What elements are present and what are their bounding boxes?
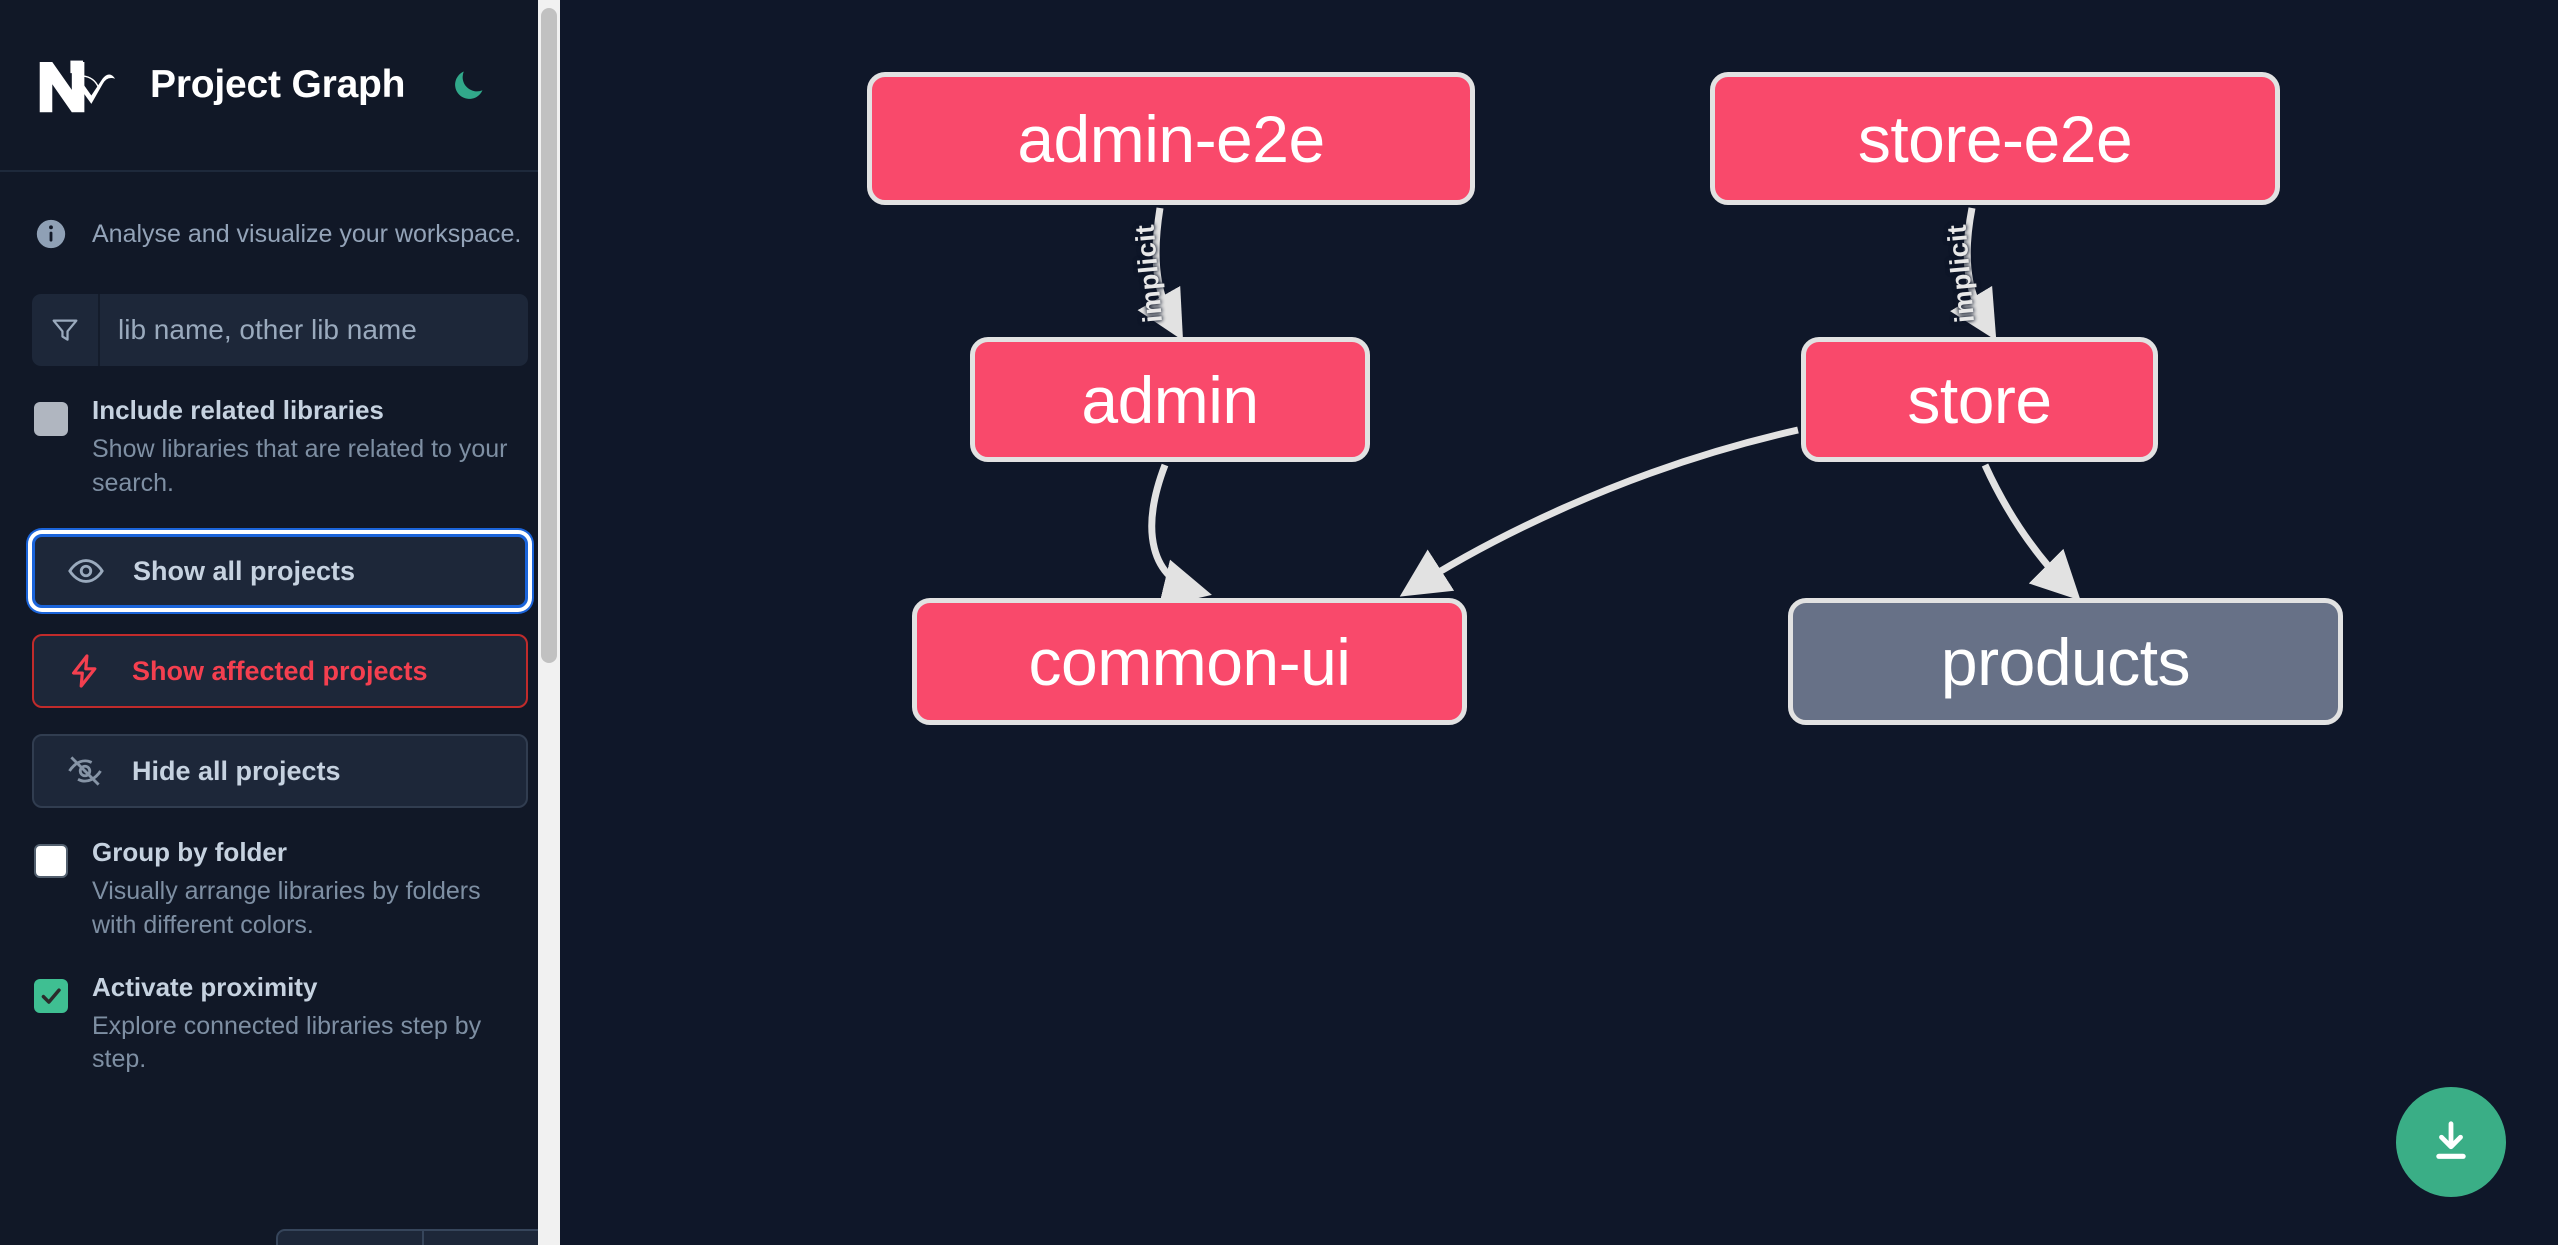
show-affected-projects-button[interactable]: Show affected projects <box>32 634 528 709</box>
edge-admin-e2e-to-admin <box>1137 207 1184 341</box>
node-label: store <box>1907 362 2052 437</box>
graph-edges <box>1137 207 2081 608</box>
node-label: common-ui <box>1028 624 1351 699</box>
option-label: Include related libraries <box>92 395 384 425</box>
option-include-related-libraries[interactable]: Include related libraries Show libraries… <box>32 395 528 500</box>
eye-icon <box>65 550 107 592</box>
check-icon <box>41 988 61 1004</box>
activate-proximity-checkbox[interactable] <box>34 978 68 1013</box>
search-input[interactable] <box>100 294 528 366</box>
download-icon <box>2436 1121 2466 1159</box>
edge-admin-to-common-ui <box>1148 463 1212 608</box>
graph-node-common-ui[interactable]: common-ui <box>912 598 1467 725</box>
info-circle-icon <box>34 217 68 251</box>
node-label: store-e2e <box>1857 101 2133 176</box>
sidebar-body: Include related libraries Show libraries… <box>0 294 560 1077</box>
sidebar-scrollbar[interactable] <box>538 0 560 1245</box>
bottom-segmented-control[interactable] <box>276 1229 560 1245</box>
sidebar-subtitle: Analyse and visualize your workspace. <box>0 172 560 264</box>
node-label: admin <box>1081 362 1259 437</box>
option-group-by-folder[interactable]: Group by folder Visually arrange librari… <box>32 837 528 942</box>
option-label: Group by folder <box>92 837 287 868</box>
moon-icon[interactable] <box>445 61 493 109</box>
graph-node-products[interactable]: products <box>1788 598 2343 725</box>
edge-store-to-common-ui <box>1399 426 1799 597</box>
graph-canvas[interactable]: admin-e2e store-e2e admin store common-u… <box>560 0 2558 1245</box>
edge-store-e2e-to-store <box>1950 207 1997 341</box>
node-label: admin-e2e <box>1017 101 1325 176</box>
node-label: products <box>1940 624 2191 699</box>
show-all-projects-button[interactable]: Show all projects <box>32 534 528 609</box>
show-affected-projects-label: Show affected projects <box>132 655 428 686</box>
eye-off-icon <box>64 750 106 792</box>
option-description: Explore connected libraries step by step… <box>92 1011 482 1074</box>
group-by-folder-checkbox[interactable] <box>34 844 68 879</box>
page-title: Project Graph <box>150 63 406 106</box>
graph-node-store[interactable]: store <box>1801 337 2158 462</box>
graph-node-store-e2e[interactable]: store-e2e <box>1710 72 2280 205</box>
lightning-icon <box>64 650 106 692</box>
filter-funnel-icon <box>32 294 100 366</box>
hide-all-projects-label: Hide all projects <box>132 755 341 786</box>
graph-node-admin[interactable]: admin <box>970 337 1370 462</box>
action-button-stack: Show all projects Show affected projects <box>32 534 528 809</box>
download-image-button[interactable] <box>2396 1087 2506 1197</box>
option-activate-proximity[interactable]: Activate proximity Explore connected lib… <box>32 971 528 1077</box>
sidebar-header: Project Graph <box>0 0 560 172</box>
option-description: Show libraries that are related to your … <box>92 434 508 497</box>
sidebar-scrollbar-thumb[interactable] <box>541 8 557 663</box>
hide-all-projects-button[interactable]: Hide all projects <box>32 734 528 809</box>
search-row <box>32 294 528 366</box>
sidebar: Project Graph Analyse and visualize your… <box>0 0 560 1245</box>
show-all-projects-label: Show all projects <box>133 555 356 586</box>
segment-1[interactable] <box>278 1231 424 1245</box>
edge-store-to-products <box>1981 463 2081 601</box>
graph-node-admin-e2e[interactable]: admin-e2e <box>867 72 1475 205</box>
include-related-libraries-checkbox[interactable] <box>34 402 68 436</box>
sidebar-subtitle-text: Analyse and visualize your workspace. <box>92 219 522 248</box>
option-description: Visually arrange libraries by folders wi… <box>92 877 481 940</box>
option-label: Activate proximity <box>92 971 318 1002</box>
nx-logo-icon <box>34 55 118 115</box>
